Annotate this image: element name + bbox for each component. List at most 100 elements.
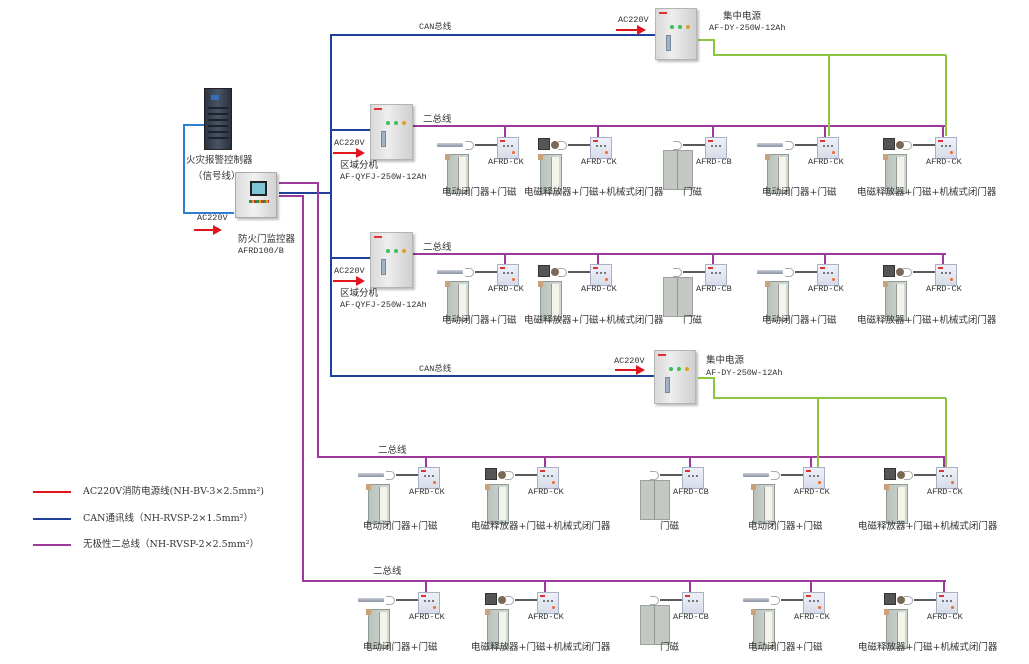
row-3-device-2-module-label: AFRD-CK <box>528 487 564 497</box>
row-3-device-4-module-label: AFRD-CK <box>794 487 830 497</box>
row-3-device-4-caption: 电动闭门器+门磁 <box>748 521 823 532</box>
row-3-device-3-module-label: AFRD-CB <box>673 487 709 497</box>
row-2-device-1-door-icon <box>445 281 469 321</box>
two-bus-label-3: 二总线 <box>378 445 407 456</box>
two-bus-row-4 <box>279 195 946 582</box>
row-2-device-5-module-icon <box>935 264 957 286</box>
zone-unit-1-power-label: AC220V <box>334 138 365 148</box>
row-4-device-4-module-icon <box>803 592 825 614</box>
row-4-device-2-magnetic-release-icon <box>485 593 506 605</box>
row-3-device-2-magnetic-release-icon <box>485 468 506 480</box>
monitor-label: 防火门监控器 <box>238 234 296 245</box>
row-1-device-5-door-sensor-icon <box>903 141 912 150</box>
row-1-device-2-door-icon <box>538 154 562 194</box>
row-2-device-4-caption: 电动闭门器+门磁 <box>762 315 837 326</box>
row-4-device-4-door-sensor-icon <box>771 596 780 605</box>
row-4-device-1-door-icon <box>366 609 390 649</box>
row-4-device-2-door-sensor-icon <box>505 596 514 605</box>
can-bus-to-central-power-mid <box>330 193 655 377</box>
row-3-device-2-door-sensor-icon <box>505 471 514 480</box>
row-4-device-2-module-label: AFRD-CK <box>528 612 564 622</box>
row-4-device-1-module-icon <box>418 592 440 614</box>
central-power-top-icon <box>655 8 697 60</box>
row-1-device-5-caption: 电磁释放器+门磁+机械式闭门器 <box>857 187 997 198</box>
row-1-device-4-door-sensor-icon <box>785 141 794 150</box>
monitor-power-label: AC220V <box>197 213 228 223</box>
row-3-device-2-caption: 电磁释放器+门磁+机械式闭门器 <box>471 521 611 532</box>
row-2-device-1-caption: 电动闭门器+门磁 <box>442 315 517 326</box>
signal-line <box>183 124 234 214</box>
row-4-device-1-door-closer-icon <box>358 598 384 602</box>
two-bus-label-4: 二总线 <box>373 566 402 577</box>
row-3-device-5-door-icon <box>884 484 908 524</box>
row-2-device-1-module-icon <box>497 264 519 286</box>
row-3-device-5-module-icon <box>936 467 958 489</box>
legend-line-two-bus <box>33 544 71 546</box>
row-2-device-3-door-sensor-icon <box>673 268 682 277</box>
can-bus-label-top: CAN总线 <box>419 22 452 32</box>
row-4-device-3-door-sensor-icon <box>650 596 659 605</box>
legend-label-ac-power: AC220V消防电源线(NH-BV-3×2.5mm²) <box>83 486 264 497</box>
row-1-device-2-module-label: AFRD-CK <box>581 157 617 167</box>
row-2-device-2-door-icon <box>538 281 562 321</box>
fire-alarm-controller-label: 火灾报警控制器 <box>186 155 253 166</box>
row-4-device-4-module-label: AFRD-CK <box>794 612 830 622</box>
row-1-device-1-door-sensor-icon <box>465 141 474 150</box>
row-4-device-3-caption: 门磁 <box>660 642 680 653</box>
central-power-mid-label: 集中电源 <box>706 355 745 366</box>
legend-label-can: CAN通讯线（NH-RVSP-2×1.5mm²） <box>83 513 253 524</box>
row-4-device-3-module-label: AFRD-CB <box>673 612 709 622</box>
row-2-device-5-module-label: AFRD-CK <box>926 284 962 294</box>
row-1-device-4-module-label: AFRD-CK <box>808 157 844 167</box>
power-link-mid <box>698 377 946 399</box>
row-4-device-5-door-icon <box>884 609 908 649</box>
row-2-device-2-magnetic-release-icon <box>538 265 559 277</box>
row-1-device-4-door-closer-icon <box>757 143 783 147</box>
fire-alarm-controller-icon <box>204 88 232 150</box>
row-3-device-4-door-sensor-icon <box>771 471 780 480</box>
fire-door-monitor-icon <box>235 172 277 218</box>
row-4-device-1-module-label: AFRD-CK <box>409 612 445 622</box>
row-1-device-5-door-icon <box>883 154 907 194</box>
central-power-top-model: AF-DY-250W-12Ah <box>709 23 786 33</box>
row-2-device-4-door-closer-icon <box>757 270 783 274</box>
signal-line-label: （信号线） <box>193 171 241 182</box>
row-1-device-2-caption: 电磁释放器+门磁+机械式闭门器 <box>524 187 664 198</box>
row-2-device-4-module-label: AFRD-CK <box>808 284 844 294</box>
row-3-device-3-double-door-icon <box>640 480 670 520</box>
row-3-device-5-door-sensor-icon <box>904 471 913 480</box>
row-1-device-4-module-icon <box>817 137 839 159</box>
row-1-device-1-door-closer-icon <box>437 143 463 147</box>
monitor-power-arrow <box>194 225 222 235</box>
central-power-mid-power-label: AC220V <box>614 356 645 366</box>
row-1-device-4-caption: 电动闭门器+门磁 <box>762 187 837 198</box>
row-1-device-5-module-icon <box>935 137 957 159</box>
row-1-device-1-module-icon <box>497 137 519 159</box>
row-1-device-5-module-label: AFRD-CK <box>926 157 962 167</box>
row-4-device-5-magnetic-release-icon <box>884 593 905 605</box>
row-4-device-2-caption: 电磁释放器+门磁+机械式闭门器 <box>471 642 611 653</box>
row-2-device-4-door-sensor-icon <box>785 268 794 277</box>
central-power-mid-icon <box>654 350 696 404</box>
row-3-device-4-module-icon <box>803 467 825 489</box>
row-3-device-1-door-sensor-icon <box>386 471 395 480</box>
zone-unit-2-arrow <box>333 276 365 286</box>
row-2-device-3-double-door-icon <box>663 277 693 317</box>
central-power-top-power-label: AC220V <box>618 15 649 25</box>
row-1-device-2-module-icon <box>590 137 612 159</box>
row-3-device-1-door-icon <box>366 484 390 524</box>
row-1-device-3-module-label: AFRD-CB <box>696 157 732 167</box>
row-1-device-2-magnetic-release-icon <box>538 138 559 150</box>
row-1-device-3-caption: 门磁 <box>683 187 703 198</box>
two-bus-label-1: 二总线 <box>423 114 452 125</box>
row-3-device-1-module-icon <box>418 467 440 489</box>
row-4-device-4-door-closer-icon <box>743 598 769 602</box>
two-bus-label-2: 二总线 <box>423 242 452 253</box>
row-2-device-2-module-label: AFRD-CK <box>581 284 617 294</box>
zone-unit-1-arrow <box>333 148 365 158</box>
row-4-device-5-module-label: AFRD-CK <box>927 612 963 622</box>
row-2-device-5-door-sensor-icon <box>903 268 912 277</box>
row-2-device-5-caption: 电磁释放器+门磁+机械式闭门器 <box>857 315 997 326</box>
zone-unit-2-icon <box>370 232 413 288</box>
